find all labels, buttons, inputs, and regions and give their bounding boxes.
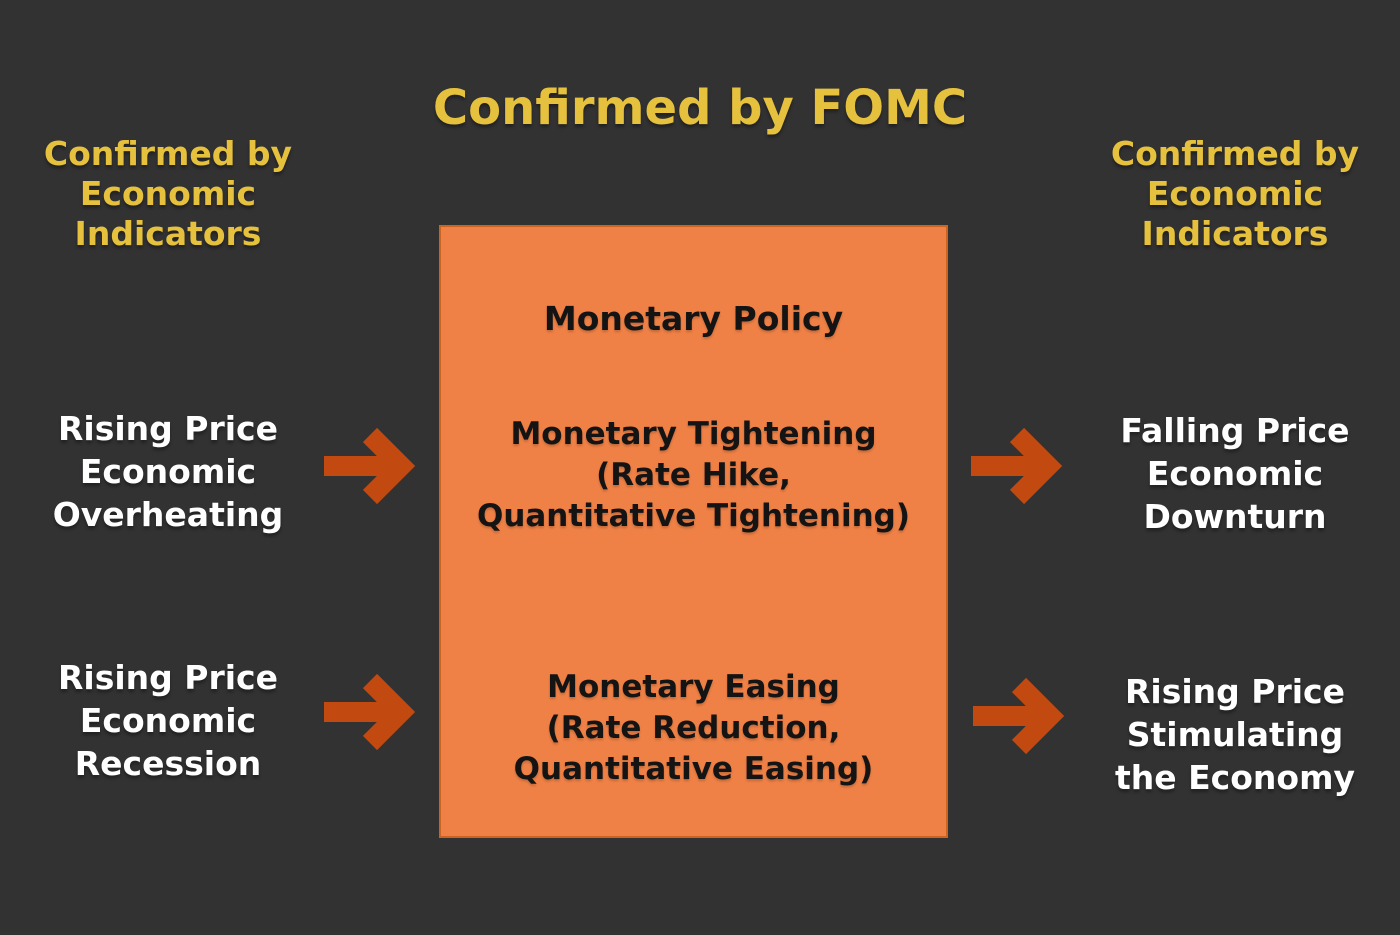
indicator-left-bottom: Rising Price Economic Recession [58, 658, 278, 783]
indicator-right-bottom: Rising Price Stimulating the Economy [1115, 672, 1355, 797]
right-arrow-icon [971, 427, 1063, 505]
right-arrow-icon [324, 427, 416, 505]
monetary-tightening-label: Monetary Tightening (Rate Hike, Quantita… [476, 416, 911, 534]
indicator-left-top: Rising Price Economic Overheating [52, 409, 284, 534]
left-column-header: Confirmed by Economic Indicators [43, 134, 293, 253]
page-title: Confirmed by FOMC [432, 80, 968, 136]
monetary-easing-label: Monetary Easing (Rate Reduction, Quantit… [513, 669, 874, 787]
indicator-right-top: Falling Price Economic Downturn [1120, 411, 1350, 536]
monetary-policy-title: Monetary Policy [543, 299, 844, 338]
right-arrow-icon [324, 673, 416, 751]
right-column-header: Confirmed by Economic Indicators [1110, 134, 1360, 253]
monetary-policy-box: Monetary Policy Monetary Tightening (Rat… [439, 225, 948, 838]
right-arrow-icon [973, 677, 1065, 755]
